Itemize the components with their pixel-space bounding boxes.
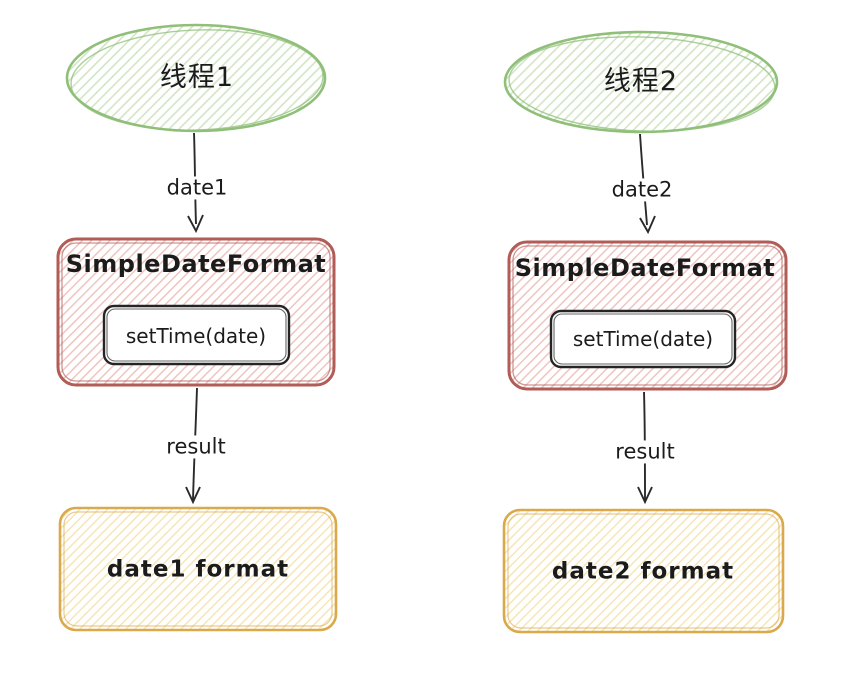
edge-label-date2: date2 — [605, 178, 679, 202]
settime1-box — [102, 304, 291, 366]
settime2-box — [549, 309, 737, 369]
thread2-label: 线程2 — [603, 66, 679, 98]
thread2-ellipse — [503, 30, 779, 134]
date1-format-box-sketch — [63, 511, 333, 627]
thread1-ellipse-sketch — [70, 29, 324, 131]
simpledateformat1-box-sketch — [61, 242, 331, 382]
thread2-ellipse-sketch — [508, 36, 776, 132]
processor2-title: SimpleDateFormat — [514, 253, 776, 282]
thread1-label: 线程1 — [159, 62, 235, 94]
processor1-title: SimpleDateFormat — [65, 249, 327, 278]
edge-label-date1: date1 — [160, 176, 234, 200]
date1-format-box — [58, 506, 338, 632]
settime2-box-sketch — [553, 313, 733, 365]
simpledateformat2-box-sketch — [512, 245, 783, 386]
arrow-date2-head — [639, 215, 656, 235]
method1-label: setTime(date) — [125, 324, 267, 348]
method2-label: setTime(date) — [572, 327, 714, 351]
thread1-ellipse — [65, 23, 327, 133]
edge-label-result1: result — [160, 435, 232, 459]
arrow-date1-head — [187, 214, 204, 234]
edge-label-result2: result — [609, 440, 681, 464]
arrow-result1-head — [185, 486, 201, 505]
result2-label: date2 format — [551, 558, 735, 585]
arrow-result2-head — [637, 486, 653, 505]
result1-label: date1 format — [106, 556, 290, 583]
settime1-box-sketch — [106, 308, 287, 362]
date2-format-box — [502, 508, 785, 634]
date2-format-box-sketch — [507, 513, 780, 629]
